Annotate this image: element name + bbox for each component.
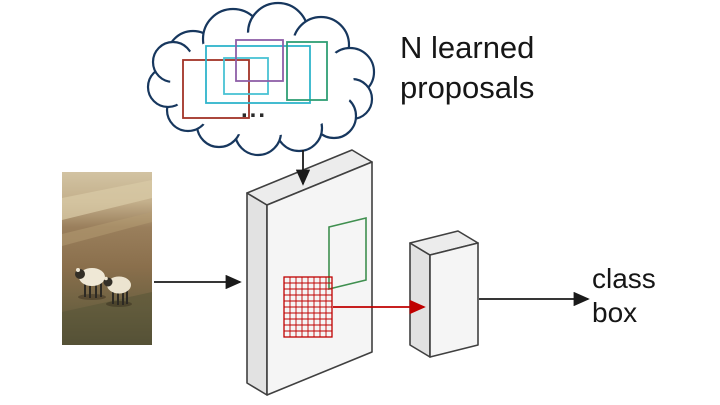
proposal-cloud <box>146 1 376 157</box>
photo-light-band <box>62 180 152 220</box>
output-label-box: box <box>592 297 638 328</box>
cloud-ellipsis: ... <box>241 96 268 123</box>
cloud-interior <box>170 32 354 136</box>
input-photo <box>62 172 152 345</box>
feature-grid-red <box>283 276 333 338</box>
proposal-box-cyan <box>205 45 311 104</box>
head-box <box>409 230 479 358</box>
network-slab <box>246 149 373 396</box>
head-box-front-face <box>429 242 479 358</box>
output-label-class: class <box>592 263 656 294</box>
proposals-label-line1: N learned <box>400 30 535 65</box>
sheep-right <box>103 276 132 307</box>
proposal-boxes <box>182 39 328 119</box>
proposal-box-red <box>182 59 250 119</box>
network-slab-side-face <box>246 192 268 396</box>
head-box-side-face <box>409 242 431 358</box>
photo-dark-grass <box>62 292 152 345</box>
sheep-left <box>75 268 106 300</box>
proposal-box-green <box>286 41 328 101</box>
proposals-label-line2: proposals <box>400 70 535 105</box>
proposal-box-cyan-small <box>223 57 269 95</box>
anchor-box-green <box>328 216 367 291</box>
photo-dirt-band <box>62 212 152 246</box>
proposals-label: N learned proposals <box>400 28 534 108</box>
proposal-box-purple <box>235 39 284 82</box>
output-label: class box <box>592 262 656 330</box>
